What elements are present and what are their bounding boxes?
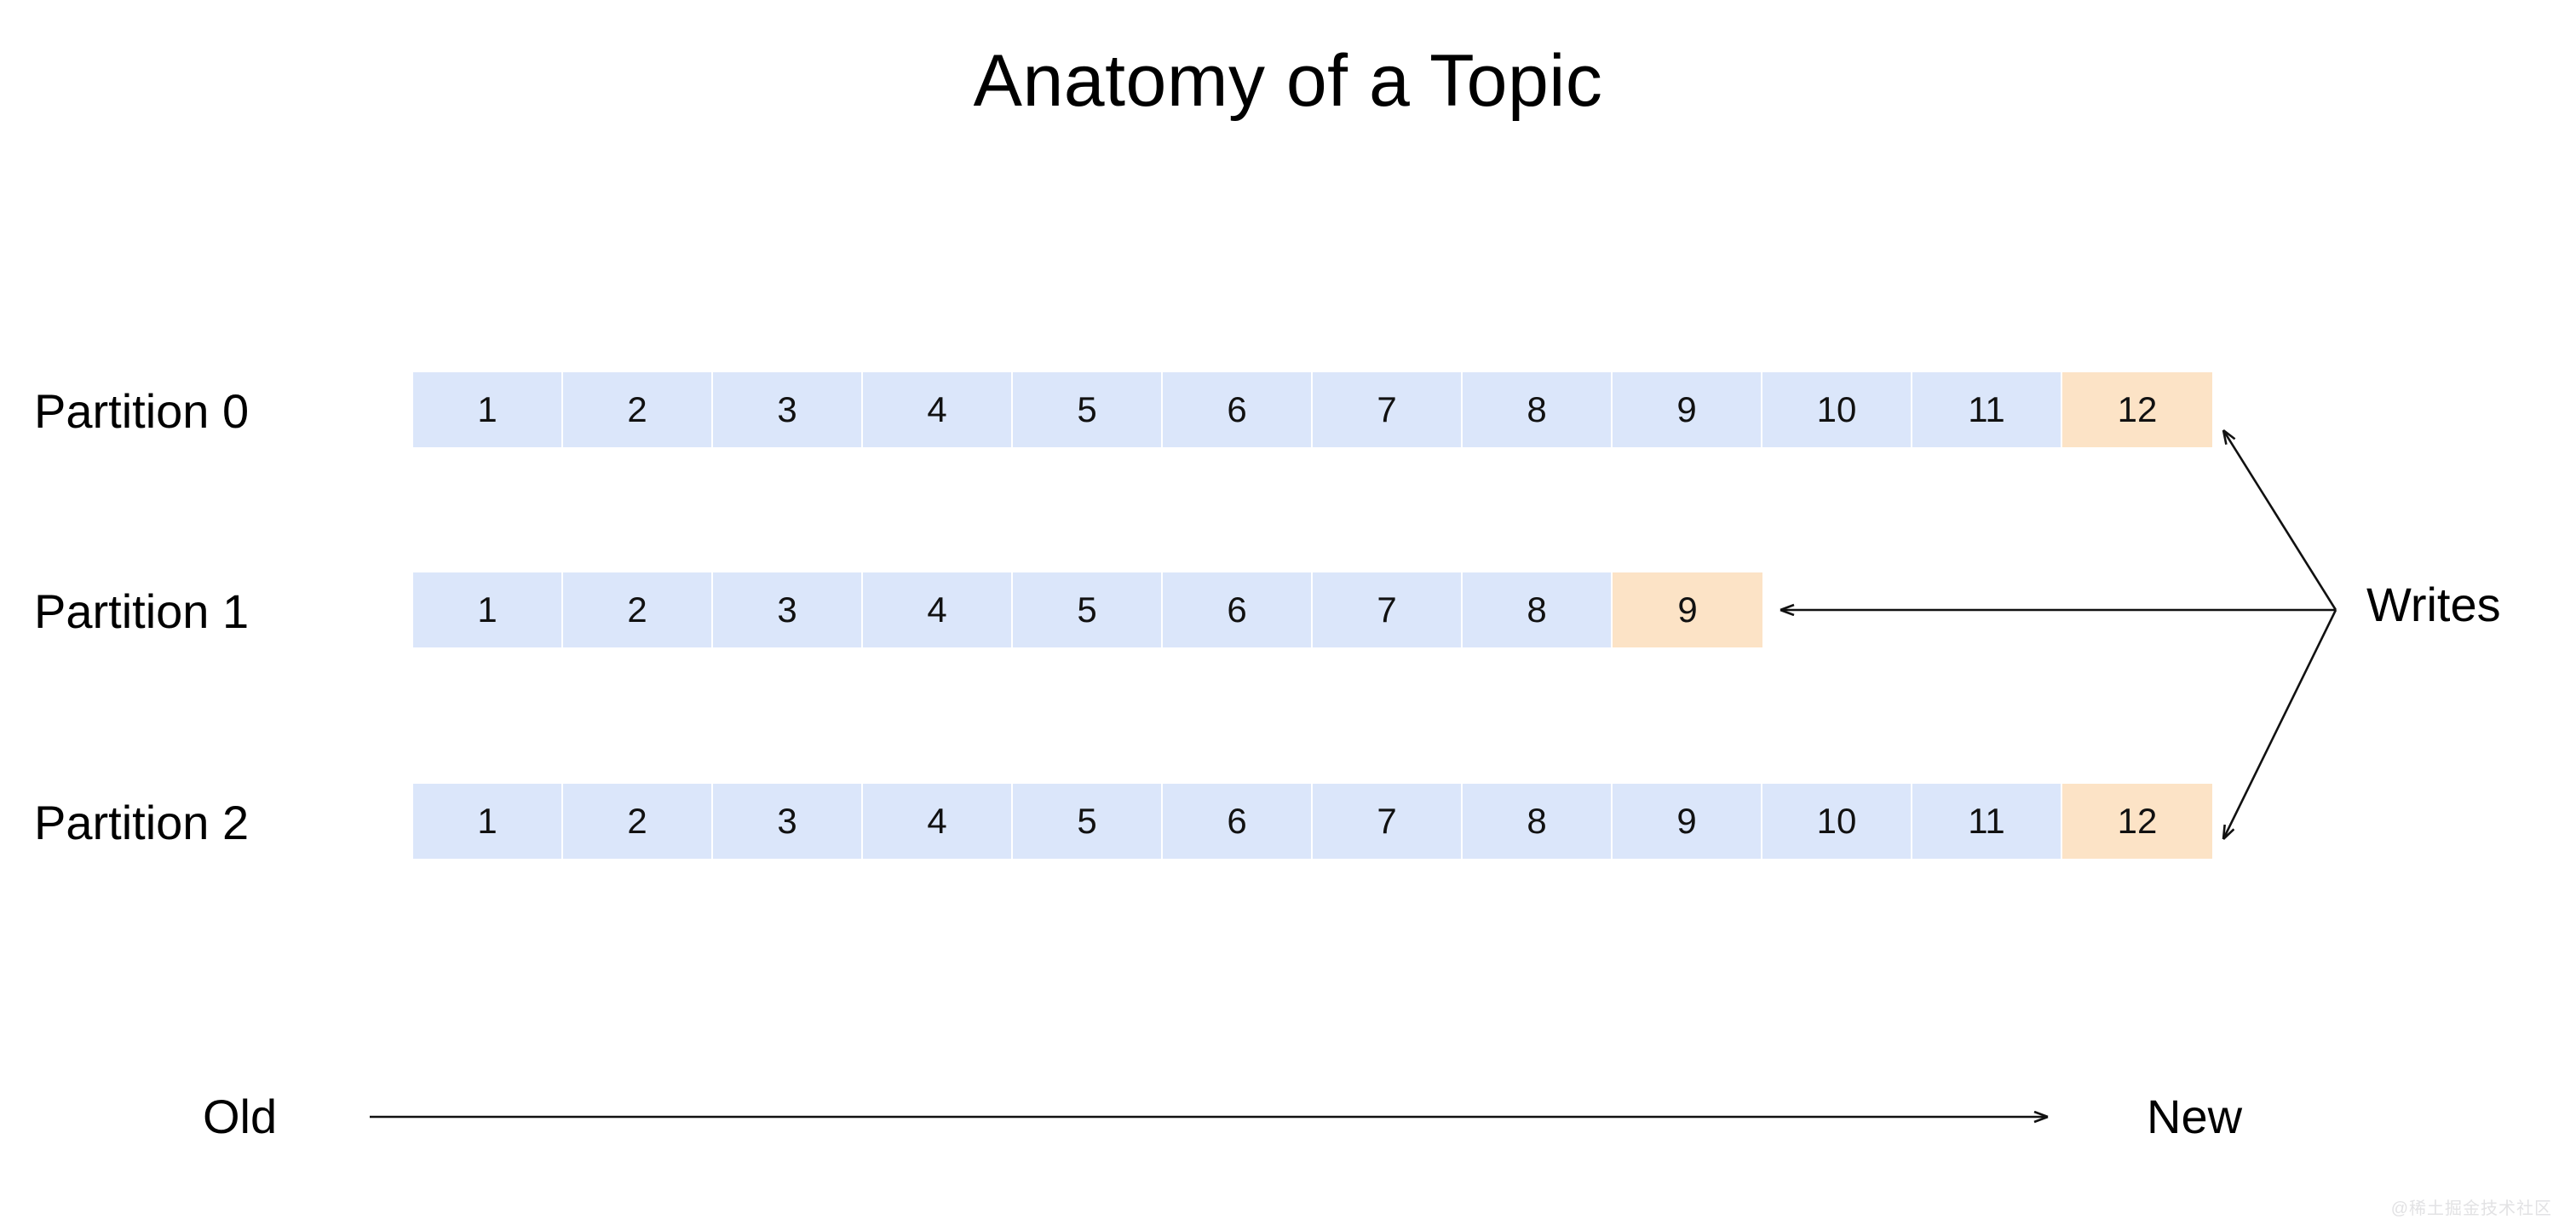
offset-cell: 3: [713, 572, 863, 647]
offset-cell: 5: [1013, 572, 1163, 647]
timeline-old-label: Old: [203, 1090, 278, 1143]
offset-cell: 8: [1463, 372, 1613, 447]
offset-cell: 6: [1163, 572, 1313, 647]
offset-cell: 1: [413, 572, 563, 647]
partition-row-1: 1 2 3 4 5 6 7 8 9: [413, 572, 1762, 647]
timeline-new-label: New: [2147, 1090, 2243, 1143]
offset-cell: 11: [1912, 784, 2062, 859]
partition-row-2: 1 2 3 4 5 6 7 8 9 10 11 12: [413, 784, 2212, 859]
offset-cell: 1: [413, 372, 563, 447]
partition-row-0: 1 2 3 4 5 6 7 8 9 10 11 12: [413, 372, 2212, 447]
offset-cell-latest: 12: [2062, 372, 2212, 447]
offset-cell: 6: [1163, 372, 1313, 447]
partition-label-2: Partition 2: [34, 796, 250, 849]
offset-cell: 8: [1463, 784, 1613, 859]
watermark: @稀土掘金技术社区: [2390, 1199, 2552, 1218]
offset-cell: 4: [863, 784, 1013, 859]
offset-cell: 3: [713, 372, 863, 447]
offset-cell: 7: [1313, 372, 1463, 447]
offset-cell: 6: [1163, 784, 1313, 859]
partition-label-1: Partition 1: [34, 584, 250, 638]
offset-cell: 4: [863, 372, 1013, 447]
partition-label-0: Partition 0: [34, 384, 250, 438]
offset-cell: 7: [1313, 572, 1463, 647]
offset-cell: 4: [863, 572, 1013, 647]
write-arrow-partition-0: [2223, 430, 2337, 611]
offset-cell: 10: [1762, 784, 1912, 859]
offset-cell: 7: [1313, 784, 1463, 859]
offset-cell: 1: [413, 784, 563, 859]
page-title: Anatomy of a Topic: [973, 40, 1603, 122]
offset-cell: 10: [1762, 372, 1912, 447]
offset-cell: 2: [563, 784, 713, 859]
offset-cell: 3: [713, 784, 863, 859]
offset-cell: 8: [1463, 572, 1613, 647]
offset-cell-latest: 12: [2062, 784, 2212, 859]
offset-cell: 5: [1013, 372, 1163, 447]
offset-cell: 5: [1013, 784, 1163, 859]
write-arrow-partition-2: [2223, 609, 2337, 839]
offset-cell: 2: [563, 572, 713, 647]
offset-cell-latest: 9: [1613, 572, 1762, 647]
writes-label: Writes: [2366, 578, 2501, 631]
offset-cell: 9: [1613, 372, 1762, 447]
offset-cell: 2: [563, 372, 713, 447]
offset-cell: 11: [1912, 372, 2062, 447]
offset-cell: 9: [1613, 784, 1762, 859]
